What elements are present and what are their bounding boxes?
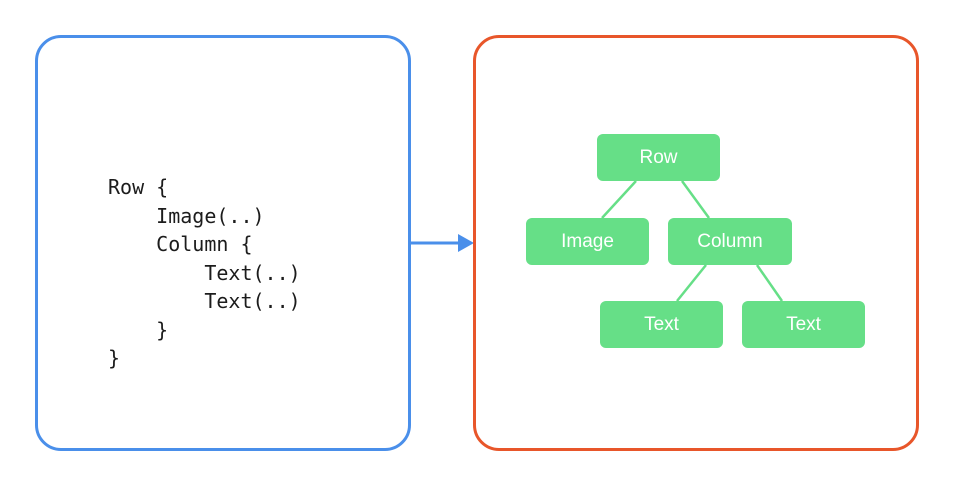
- node-text-1: Text: [600, 301, 723, 348]
- right-arrow-icon: [408, 234, 474, 252]
- code-line: Text(..): [108, 260, 301, 285]
- node-image: Image: [526, 218, 649, 265]
- code-line: Column {: [108, 232, 253, 256]
- code-line: }: [108, 317, 169, 342]
- code-line: Row {: [108, 175, 169, 199]
- node-text-2: Text: [742, 301, 865, 348]
- code-line: Text(..): [108, 289, 301, 313]
- code-line: }: [108, 346, 121, 370]
- node-row: Row: [597, 134, 720, 181]
- arrow-head: [458, 234, 474, 252]
- node-column: Column: [668, 218, 792, 265]
- node-row-label: Row: [639, 146, 678, 168]
- code-panel: [35, 35, 411, 451]
- code-line: Image(..): [108, 203, 265, 228]
- node-image-label: Image: [561, 230, 614, 252]
- node-column-label: Column: [697, 230, 763, 252]
- node-text-2-label: Text: [786, 313, 821, 335]
- code-block: Row { Image(..) Column { Text(..) Text(.…: [108, 173, 301, 373]
- node-text-1-label: Text: [644, 313, 679, 335]
